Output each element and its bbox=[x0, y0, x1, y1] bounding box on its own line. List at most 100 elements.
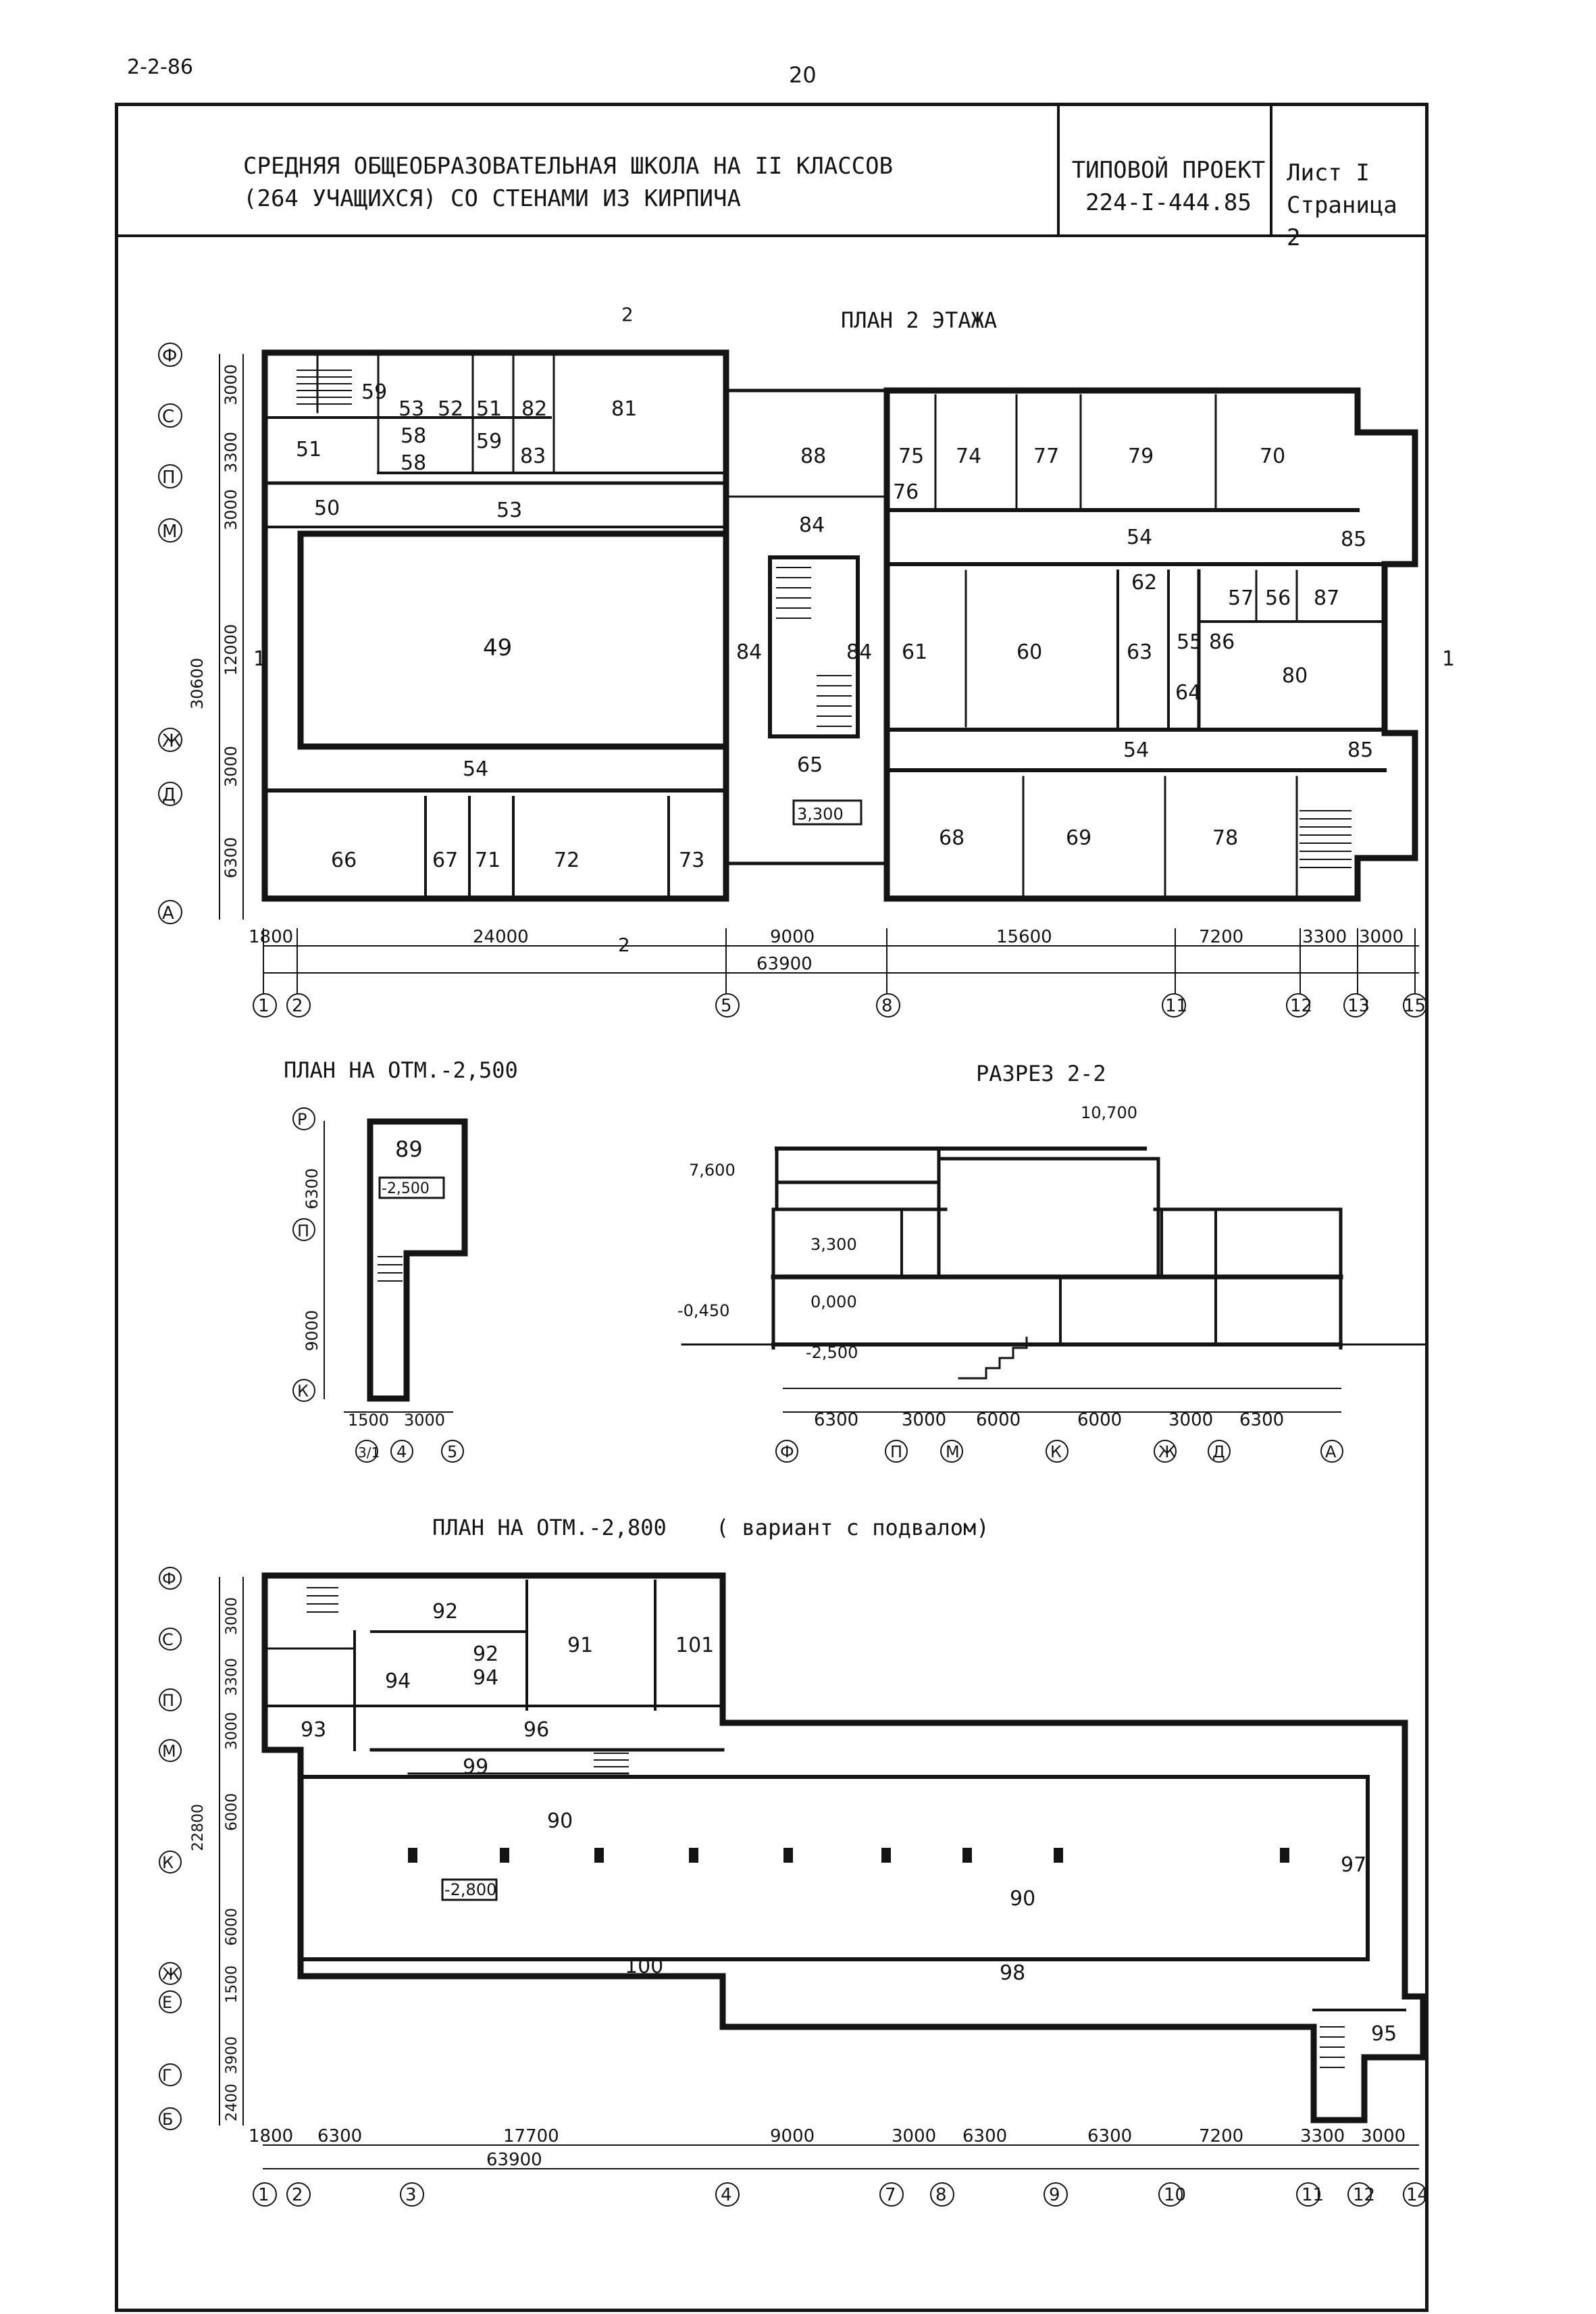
room-number: 75 bbox=[898, 445, 924, 468]
axis-label: 2 bbox=[292, 2185, 303, 2205]
axis-label: М bbox=[162, 1742, 176, 1761]
section-title: РАЗРЕЗ 2-2 bbox=[976, 1061, 1106, 1086]
room-number: 84 bbox=[799, 513, 825, 537]
section-mark: 1 bbox=[1442, 647, 1455, 671]
dim-label: 6300 bbox=[814, 1410, 858, 1430]
room-number: 68 bbox=[939, 826, 964, 850]
title-line-2: (264 УЧАЩИХСЯ) СО СТЕНАМИ ИЗ КИРПИЧА bbox=[243, 185, 741, 212]
level-mark: 7,600 bbox=[689, 1161, 736, 1180]
axis-label: 3 bbox=[405, 2185, 417, 2205]
axis-label: 4 bbox=[396, 1442, 407, 1461]
dim-label: 3000 bbox=[224, 1712, 240, 1750]
dim-label: 3000 bbox=[222, 746, 240, 787]
level-mark: -2,500 bbox=[806, 1343, 858, 1362]
room-number: 80 bbox=[1282, 664, 1308, 688]
minus2800-row-dims: 3000 3300 3000 22800 6000 6000 1500 3900… bbox=[190, 1597, 240, 2121]
room-number: 70 bbox=[1260, 445, 1285, 468]
plan-floor2-title: ПЛАН 2 ЭТАЖА bbox=[841, 307, 997, 333]
minus2800-axis-bubbles bbox=[159, 1567, 1427, 2207]
axis-label: К bbox=[162, 1853, 174, 1872]
overall-dim: 63900 bbox=[756, 954, 813, 974]
room-number: 53 bbox=[496, 499, 522, 522]
room-number: 61 bbox=[902, 640, 927, 664]
connector-walls bbox=[724, 388, 889, 865]
room-number: 90 bbox=[547, 1809, 573, 1833]
dim-label: 3000 bbox=[222, 489, 240, 530]
drawing-frame bbox=[115, 103, 1428, 2312]
dim-label: 3300 bbox=[1300, 2126, 1345, 2146]
axis-label: Г bbox=[162, 2066, 172, 2085]
axis-label: Д bbox=[162, 785, 176, 805]
axis-label: С bbox=[162, 407, 174, 427]
room-number: 77 bbox=[1033, 445, 1059, 468]
axis-label: 8 bbox=[935, 2185, 947, 2205]
plan-minus2800 bbox=[219, 1572, 1426, 2169]
room-number: 54 bbox=[1123, 738, 1149, 762]
room-number: 91 bbox=[567, 1634, 593, 1657]
sheet-block: Лист I Страница 2 bbox=[1287, 157, 1422, 254]
room-number: 67 bbox=[432, 849, 458, 872]
room-number: 74 bbox=[956, 445, 981, 468]
room-number: 49 bbox=[483, 634, 512, 661]
minus2500-axes: Р П К 6300 9000 1500 3000 3/1 4 5 bbox=[297, 1110, 457, 1461]
level-mark-box bbox=[792, 799, 863, 826]
level-mark: -2,800 bbox=[444, 1880, 496, 1899]
dim-label: 30600 bbox=[188, 658, 207, 709]
room-number: 62 bbox=[1131, 571, 1157, 595]
floor2-col-dims: 1800 24000 9000 15600 7200 3300 3000 639… bbox=[249, 927, 1404, 974]
dim-label: 22800 bbox=[190, 1804, 207, 1851]
axis-label: С bbox=[162, 1630, 174, 1649]
axis-label: 1 bbox=[258, 996, 269, 1016]
room-number: 72 bbox=[554, 849, 580, 872]
axis-label: Ж bbox=[162, 1965, 180, 1984]
room-number: 88 bbox=[800, 445, 826, 468]
section-mark: 1 bbox=[253, 647, 266, 671]
axis-label: 10 bbox=[1164, 2185, 1186, 2205]
section-levels: 10,700 7,600 3,300 0,000 -0,450 -2,500 bbox=[677, 1103, 1137, 1362]
room-number: 57 bbox=[1228, 586, 1254, 610]
room-number: 89 bbox=[395, 1136, 423, 1162]
dim-label: 6000 bbox=[224, 1908, 240, 1946]
dim-label: 3000 bbox=[224, 1597, 240, 1635]
axis-label: Д bbox=[1212, 1442, 1225, 1461]
level-mark: 3,300 bbox=[797, 805, 844, 824]
dim-label: 9000 bbox=[303, 1310, 321, 1351]
room-number: 93 bbox=[301, 1718, 326, 1742]
dim-label: 3000 bbox=[222, 364, 240, 405]
room-number: 94 bbox=[473, 1666, 498, 1690]
room-number: 101 bbox=[675, 1634, 714, 1657]
axis-label: 8 bbox=[881, 996, 893, 1016]
section-mark: 2 bbox=[621, 303, 634, 326]
room-number: 65 bbox=[797, 753, 823, 777]
dim-label: 9000 bbox=[770, 2126, 815, 2146]
axis-label: Р bbox=[297, 1110, 307, 1129]
plan-minus2800-subtitle: ( вариант с подвалом) bbox=[716, 1515, 989, 1540]
room-number: 83 bbox=[520, 445, 546, 468]
stair-west bbox=[297, 370, 352, 405]
axis-label: М bbox=[946, 1442, 960, 1461]
minus2800-col-axes: 1 2 3 4 7 8 9 10 11 12 14 bbox=[258, 2185, 1428, 2205]
section-axis-bubbles bbox=[775, 1440, 1343, 1463]
document-code: 2-2-86 bbox=[127, 55, 193, 79]
room-number: 76 bbox=[893, 480, 919, 504]
floor2-rooms: 59 53 52 51 82 81 51 58 58 59 83 88 75 7… bbox=[296, 380, 1373, 872]
room-number: 92 bbox=[473, 1642, 498, 1666]
dim-label: 7200 bbox=[1199, 2126, 1243, 2146]
level-mark: 0,000 bbox=[810, 1292, 857, 1311]
axis-label: 1 bbox=[258, 2185, 269, 2205]
page-label: Страница 2 bbox=[1287, 192, 1397, 251]
room-number: 53 bbox=[398, 397, 424, 421]
plan-minus2800-title: ПЛАН НА ОТМ.-2,800 bbox=[432, 1515, 667, 1540]
room-number: 98 bbox=[1000, 1961, 1025, 1985]
dim-label: 3300 bbox=[1302, 927, 1347, 947]
central-stair bbox=[768, 555, 860, 738]
axis-label: 5 bbox=[447, 1442, 457, 1461]
dim-label: 3900 bbox=[224, 2036, 240, 2074]
room-number: 69 bbox=[1066, 826, 1091, 850]
dim-label: 7200 bbox=[1199, 927, 1243, 947]
dim-label: 1500 bbox=[224, 1965, 240, 2003]
axis-label: Ф bbox=[162, 346, 177, 366]
plan-minus2500-title: ПЛАН НА ОТМ.-2,500 bbox=[284, 1057, 518, 1083]
room-number: 100 bbox=[625, 1955, 663, 1978]
axis-label: П bbox=[162, 1691, 174, 1710]
